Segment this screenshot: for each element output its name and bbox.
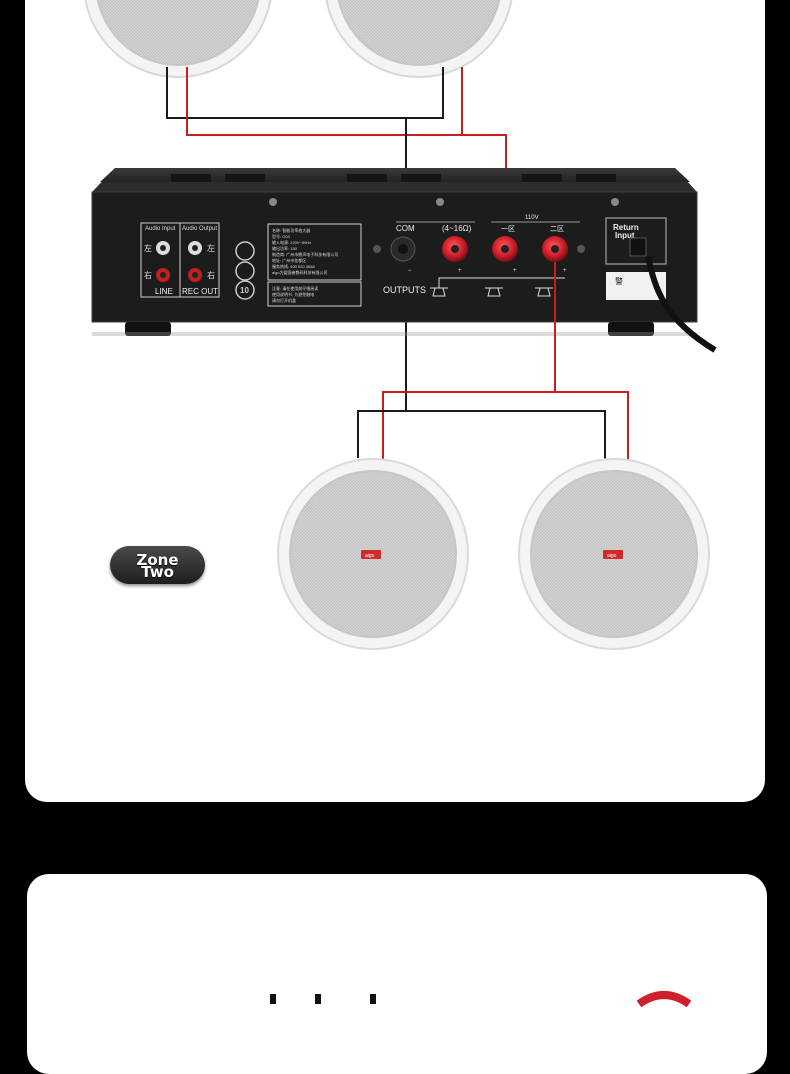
svg-text:aigo为爱国者数码科技有限公司: aigo为爱国者数码科技有限公司 [272, 269, 328, 275]
amplifier-rear-panel: Audio Input Audio Output 左 左 右 右 LINE RE… [91, 168, 717, 353]
spec-plate-text: 名称: 智能功率放大器 型号: G03 输入电源: 220V~50Hz 输出功率… [272, 227, 338, 275]
bottom-zone-wiring [357, 262, 629, 465]
right-label-out: 右 [207, 270, 215, 280]
plus-mark-2: + [513, 268, 517, 274]
svg-text:制造商: 广州市鼎声电子科技有限公司: 制造商: 广州市鼎声电子科技有限公司 [272, 251, 338, 257]
next-section-preview [270, 991, 692, 1008]
zone1-label: 一区 [501, 225, 515, 233]
audio-input-label: Audio Input [145, 226, 176, 232]
zone2-label: 二区 [550, 225, 564, 233]
impedance-label: (4~16Ω) [442, 224, 472, 233]
left-label-in: 左 [144, 243, 152, 253]
wiring-diagram: Audio Input Audio Output 左 左 右 右 LINE RE… [84, 0, 717, 650]
com-label: COM [396, 224, 415, 233]
rating-cert-icon [235, 280, 255, 300]
speaker-top-right [325, 0, 513, 78]
svg-text:注意: 请在使用前仔细阅读: 注意: 请在使用前仔细阅读 [272, 285, 318, 291]
plus-mark-3: + [563, 268, 567, 274]
speaker-logo-right: aigo [607, 553, 617, 559]
diagram-card: Audio Input Audio Output 左 左 右 右 LINE RE… [25, 0, 765, 802]
speaker-bottom-right: aigo [518, 458, 710, 650]
speaker-symbols [430, 277, 565, 297]
rec-out-label: REC OUT [182, 287, 218, 296]
power-cable [645, 255, 717, 353]
speaker-bottom-left: aigo [277, 458, 469, 650]
svg-text:型号: G03: 型号: G03 [272, 233, 291, 239]
note-plate-text: 注意: 请在使用前仔细阅读 使用说明书, 为避免触电 请勿打开机盖 [272, 285, 318, 303]
zone-badge-line1: Zone [136, 551, 179, 569]
next-section-card [27, 874, 767, 1074]
minus-mark: − [408, 268, 412, 274]
right-label-in: 右 [144, 270, 152, 280]
zone-two-badge: Zone Two [110, 546, 205, 584]
speaker-top-left [84, 0, 272, 78]
svg-text:输出功率: 150: 输出功率: 150 [272, 245, 298, 251]
outputs-label: OUTPUTS [383, 285, 426, 295]
speaker-logo-left: aigo [365, 553, 375, 559]
warning-label: 警 [615, 276, 623, 286]
audio-output-label: Audio Output [182, 226, 217, 232]
recycle-cert-icon [235, 261, 255, 281]
svg-text:使用说明书, 为避免触电: 使用说明书, 为避免触电 [272, 291, 314, 297]
voltage-label: 110V [525, 215, 539, 221]
plus-mark-1: + [458, 268, 462, 274]
svg-text:请勿打开机盖: 请勿打开机盖 [272, 297, 296, 303]
zone-badge-line2: Two [141, 563, 174, 581]
svg-text:服务热线: 400 020 3688: 服务热线: 400 020 3688 [272, 263, 315, 269]
svg-text:地址: 广州市花都区: 地址: 广州市花都区 [272, 257, 306, 263]
rating-badge: 10 [240, 286, 249, 295]
line-label: LINE [155, 287, 173, 296]
left-label-out: 左 [207, 243, 215, 253]
svg-text:输入电源: 220V~50Hz: 输入电源: 220V~50Hz [272, 239, 311, 245]
altitude-cert-icon [235, 241, 255, 261]
svg-text:名称: 智能功率放大器: 名称: 智能功率放大器 [272, 227, 310, 233]
